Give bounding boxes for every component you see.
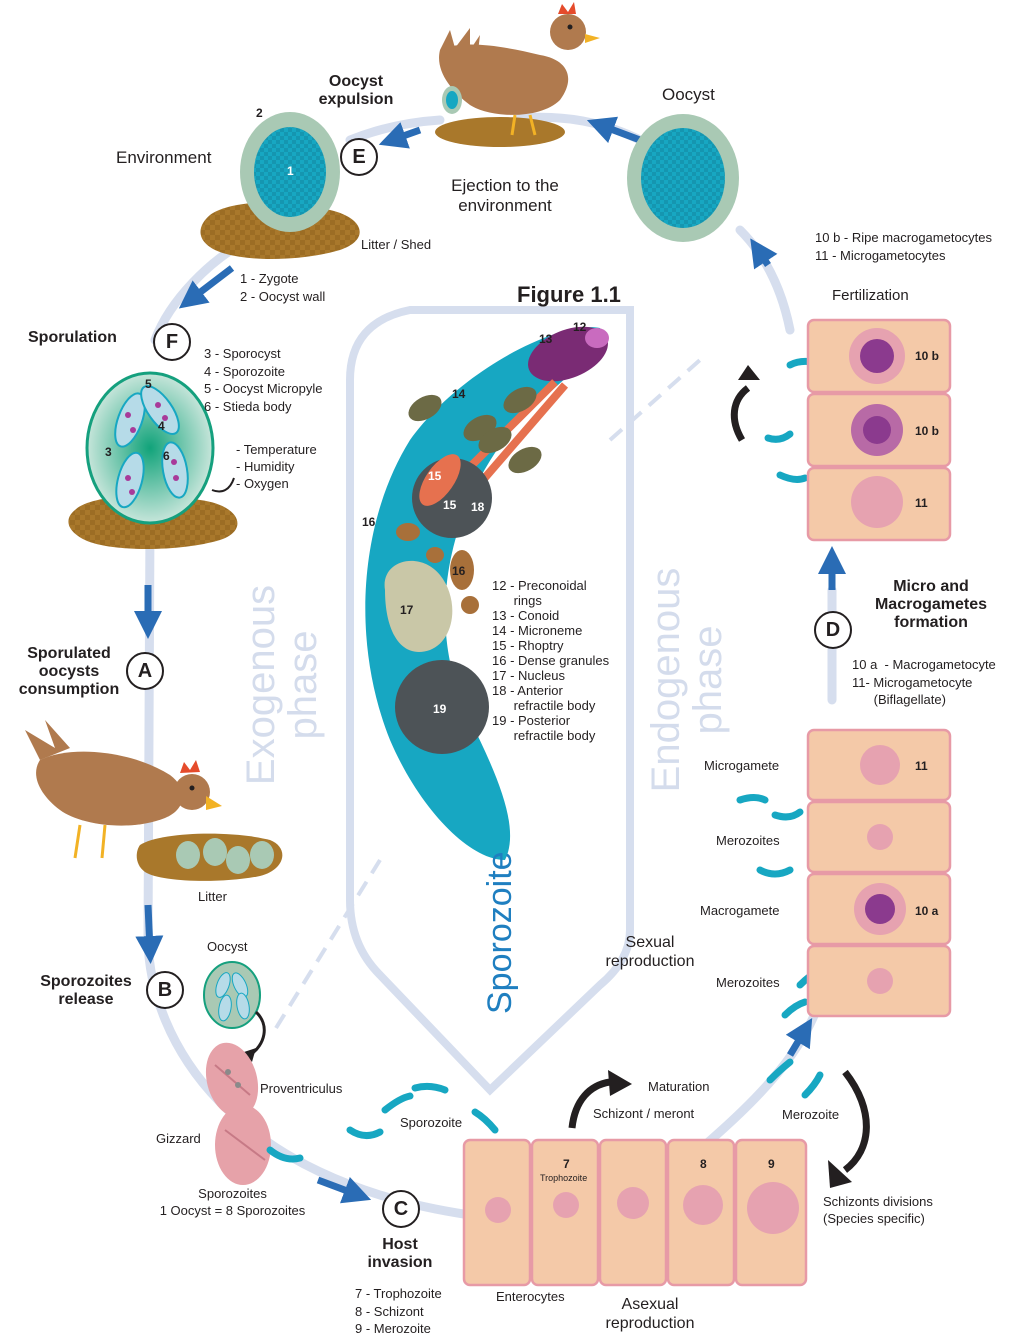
environment-label: Environment	[116, 148, 212, 167]
step-c-marker: C	[382, 1190, 420, 1228]
sporozoite-legend: 12 - Preconoidal rings 13 - Conoid 14 - …	[492, 578, 610, 743]
label-12: 12	[573, 320, 587, 334]
label-14: 14	[452, 387, 466, 401]
oocyst-small-label: Oocyst	[207, 939, 248, 954]
maturation-label: Maturation	[648, 1079, 710, 1094]
label-11-mid: 11	[915, 759, 928, 773]
step-f-label: Sporulation	[28, 329, 117, 346]
step-b-marker: B	[146, 971, 184, 1009]
fertilization-label: Fertilization	[832, 287, 909, 304]
figure-title: Figure 1.1	[517, 282, 621, 307]
digestive-organs	[205, 1042, 271, 1185]
oocyst-top-label: Oocyst	[662, 85, 715, 104]
step-a-marker: A	[126, 652, 164, 690]
step-c-label: Host invasion	[367, 1236, 433, 1271]
proventriculus-label: Proventriculus	[260, 1081, 343, 1096]
label-5: 5	[145, 377, 152, 391]
label-18: 18	[471, 500, 485, 514]
sporozoite-label: Sporozoite	[481, 851, 519, 1014]
chicken-left	[25, 720, 283, 881]
macrogamete-label: Macrogamete	[700, 903, 780, 918]
sporozoites-note: Sporozoites 1 Oocyst = 8 Sporozoites	[159, 1186, 306, 1218]
step-d-label: Micro and Macrogametes formation	[874, 578, 988, 631]
schizont-meront-label: Schizont / meront	[593, 1106, 695, 1121]
zoom-lines	[274, 358, 702, 1030]
conditions-label: - Temperature - Humidity - Oxygen	[236, 442, 317, 491]
label-7: 7	[563, 1157, 570, 1171]
label-13: 13	[539, 332, 553, 346]
gamete-cells	[806, 728, 952, 1018]
trophozoite-label: Trophozoite	[540, 1173, 588, 1183]
cycle-arrows	[134, 116, 846, 1204]
enterocyte-row	[462, 1138, 808, 1287]
fertilization-legend: 10 b - Ripe macrogametocytes 11 - Microg…	[815, 230, 993, 263]
merozoite-label: Merozoite	[782, 1107, 840, 1122]
step-b-label: Sporozoites release	[40, 973, 132, 1008]
oocyst-legend: 1 - Zygote 2 - Oocyst wall	[240, 271, 326, 304]
conditions-arrow	[211, 477, 235, 493]
label-3: 3	[105, 445, 112, 459]
gametes-legend: 10 a - Macrogametocyte 11- Microgametocy…	[852, 657, 996, 707]
label-9: 9	[768, 1157, 775, 1171]
microgamete-label: Microgamete	[704, 758, 780, 773]
label-16a: 16	[362, 515, 376, 529]
process-arrowheads	[608, 365, 852, 1188]
label-15b: 15	[443, 498, 457, 512]
host-legend: 7 - Trophozoite 8 - Schizont 9 - Merozoi…	[355, 1286, 442, 1336]
merozoites-label-1: Merozoites	[716, 833, 780, 848]
litter-label: Litter	[198, 889, 227, 904]
label-4: 4	[158, 419, 165, 433]
sporozoite-illustration	[365, 326, 609, 860]
schizont-divisions-label: Schizonts divisions (Species specific)	[823, 1194, 933, 1226]
label-16b: 16	[452, 564, 466, 578]
label-8: 8	[700, 1157, 707, 1171]
enterocytes-label: Enterocytes	[496, 1289, 565, 1304]
sporozoite-path-label: Sporozoite	[400, 1115, 463, 1130]
label-17: 17	[400, 603, 414, 617]
step-e-label: Oocyst expulsion	[318, 73, 394, 108]
litter-shed-label: Litter / Shed	[361, 237, 432, 252]
asexual-label: Asexual reproduction	[605, 1296, 695, 1332]
step-e-marker: E	[340, 138, 378, 176]
fertilization-cells	[806, 318, 952, 542]
chicken-top	[435, 2, 600, 147]
step-f-marker: F	[153, 323, 191, 361]
merozoites-label-2: Merozoites	[716, 975, 780, 990]
environment-oocyst	[200, 112, 360, 259]
oocyst-release	[203, 961, 266, 1062]
label-11-top: 11	[915, 496, 928, 510]
gizzard-label: Gizzard	[156, 1131, 201, 1146]
oocyst-top-right	[627, 114, 739, 242]
exogenous-phase-label: Exogenous phase	[239, 584, 325, 786]
label-10b-1: 10 b	[915, 349, 940, 363]
label-10a: 10 a	[915, 904, 939, 918]
sexual-label: Sexual reproduction	[605, 934, 695, 970]
process-arrows	[568, 385, 870, 1173]
label-10b-2: 10 b	[915, 424, 940, 438]
label-6: 6	[163, 449, 170, 463]
label-15a: 15	[428, 469, 442, 483]
sporulated-oocyst	[68, 371, 238, 549]
step-d-marker: D	[814, 611, 852, 649]
sporulation-legend: 3 - Sporocyst 4 - Sporozoite 5 - Oocyst …	[204, 346, 323, 414]
label-2: 2	[256, 106, 263, 120]
step-a-label: Sporulated oocysts consumption	[18, 645, 120, 698]
ejection-label: Ejection to the environment	[451, 176, 559, 215]
sporozoite-frame	[346, 306, 634, 1096]
label-1: 1	[287, 164, 294, 178]
label-19: 19	[433, 702, 447, 716]
